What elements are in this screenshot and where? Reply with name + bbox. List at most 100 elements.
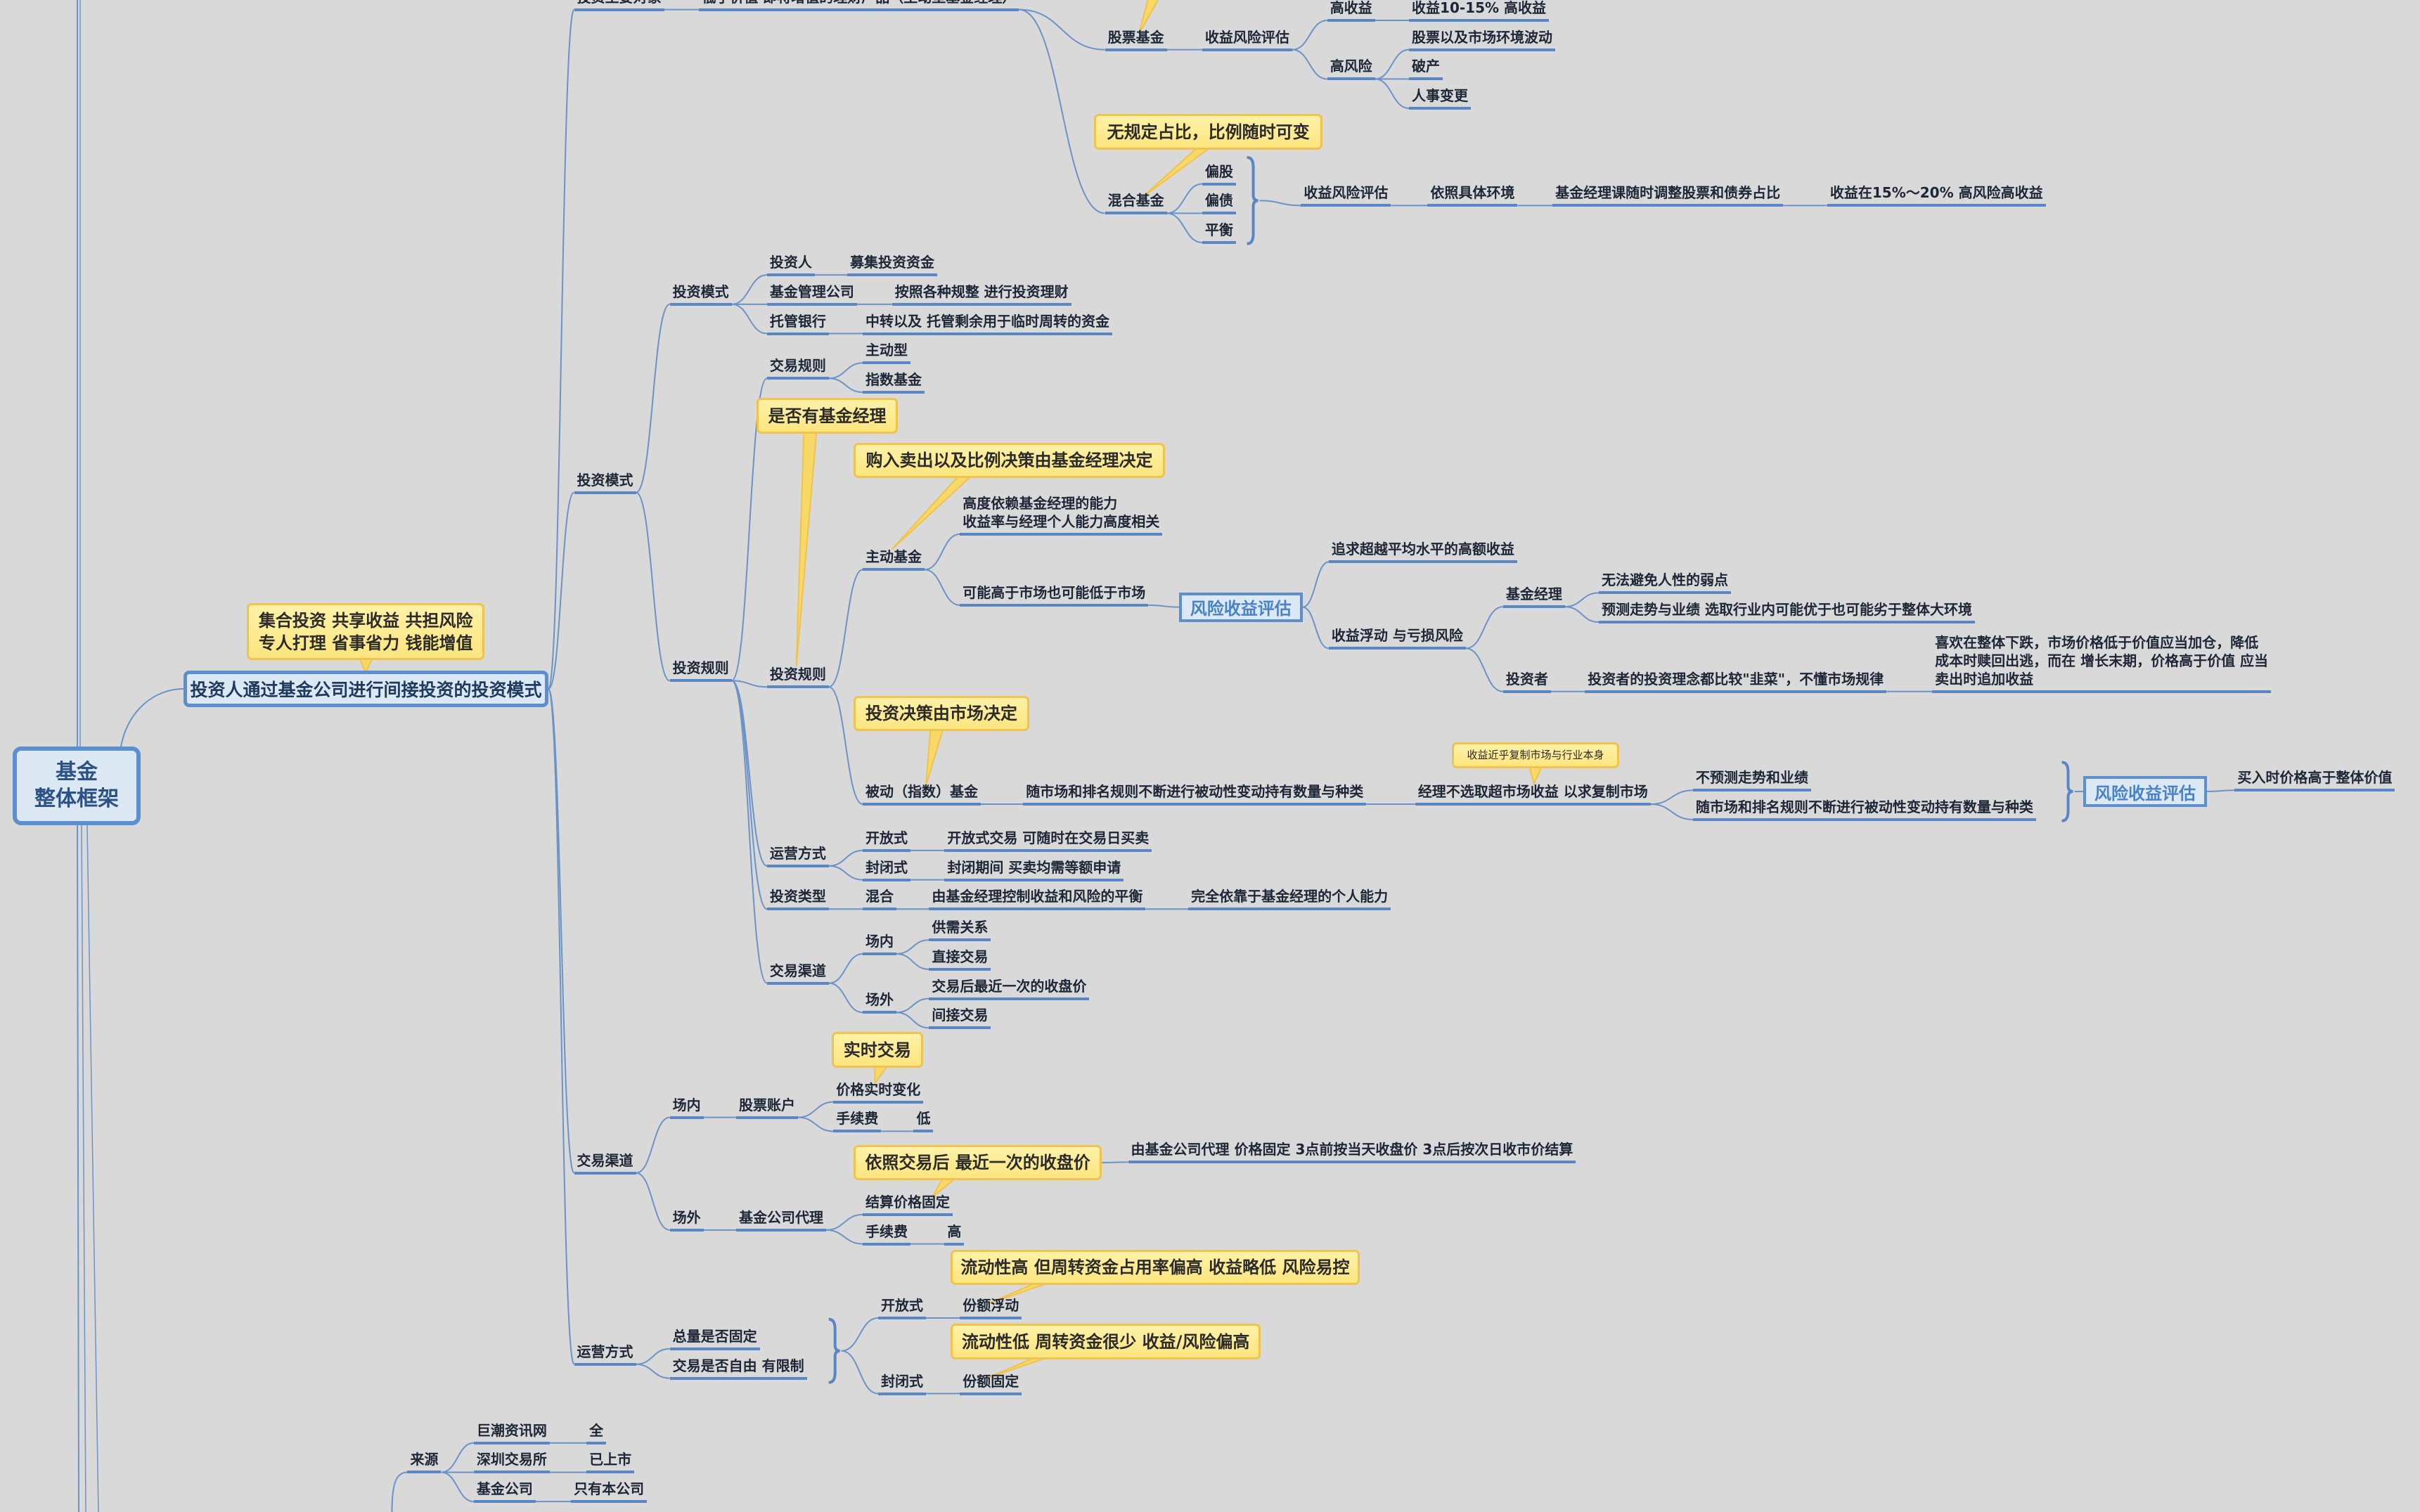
topic-party-role[interactable]: 按照各种规整 进行投资理财 bbox=[892, 283, 1071, 306]
topic-investor-detail[interactable]: 投资者的投资理念都比较"韭菜"，不懂市场规律 bbox=[1585, 670, 1887, 693]
topic-offsite-detail[interactable]: 由基金公司代理 价格固定 3点前按当天收盘价 3点后按次日收市价结算 bbox=[1128, 1140, 1576, 1164]
topic-party[interactable]: 托管银行 bbox=[766, 312, 829, 335]
root-topic[interactable]: 基金 整体框架 bbox=[13, 747, 141, 825]
topic-main-object-value[interactable]: 低于价值 即将增值的理财产品（主动型基金经理） bbox=[699, 0, 1019, 11]
topic-risk-item[interactable]: 破产 bbox=[1409, 57, 1443, 81]
topic-active-fund[interactable]: 主动基金 bbox=[863, 548, 925, 571]
topic-passive-rule[interactable]: 随市场和排名规则不断进行被动性变动持有数量与种类 bbox=[1023, 782, 1367, 806]
topic-active-risk[interactable]: 收益浮动 与亏损风险 bbox=[1328, 626, 1466, 650]
topic-main-object[interactable]: 投资主要对象 bbox=[574, 0, 664, 11]
topic-type-extra[interactable]: 完全依靠于基金经理的个人能力 bbox=[1188, 887, 1391, 911]
topic-passive-item[interactable]: 不预测走势和业绩 bbox=[1692, 768, 1811, 792]
topic-risk-item[interactable]: 人事变更 bbox=[1409, 86, 1472, 110]
topic-party-role[interactable]: 募集投资资金 bbox=[847, 253, 938, 277]
topic-source[interactable]: 深圳交易所 bbox=[473, 1450, 550, 1474]
topic-source-scope[interactable]: 全 bbox=[586, 1421, 607, 1445]
topic-investor[interactable]: 投资者 bbox=[1502, 670, 1551, 693]
topic-stock-fund-evaluation[interactable]: 收益风险评估 bbox=[1202, 28, 1292, 51]
topic-manager-item[interactable]: 预测走势与业绩 选取行业内可能优于也可能劣于整体大环境 bbox=[1599, 600, 1975, 624]
topic-trading-rule-item[interactable]: 指数基金 bbox=[863, 370, 925, 394]
callout-passive-manager-note[interactable]: 收益近乎复制市场与行业本身 bbox=[1452, 742, 1619, 769]
topic-onsite-item[interactable]: 直接交易 bbox=[929, 948, 991, 971]
topic-mixed-chain[interactable]: 收益风险评估 bbox=[1301, 183, 1391, 207]
topic-high-return-detail[interactable]: 收益10-15% 高收益 bbox=[1409, 0, 1549, 22]
topic-high-risk[interactable]: 高风险 bbox=[1327, 57, 1375, 81]
topic-tc-onsite[interactable]: 场内 bbox=[669, 1096, 704, 1119]
topic-criteria[interactable]: 交易是否自由 有限制 bbox=[669, 1357, 807, 1380]
topic-operation-mode[interactable]: 运营方式 bbox=[574, 1343, 636, 1366]
topic-active-goal[interactable]: 追求超越平均水平的高额收益 bbox=[1328, 540, 1517, 564]
topic-mixed-fund[interactable]: 混合基金 bbox=[1105, 191, 1167, 215]
topic-mixed-type[interactable]: 偏股 bbox=[1202, 162, 1236, 186]
callout-mixed-fund-note[interactable]: 无规定占比，比例随时可变 bbox=[1094, 114, 1323, 150]
topic-operation-detail[interactable]: 封闭期间 买卖均需等额申请 bbox=[944, 858, 1124, 881]
topic-fee-value[interactable]: 高 bbox=[944, 1222, 965, 1246]
callout-definition-note[interactable]: 集合投资 共享收益 共担风险专人打理 省事省力 钱能增值 bbox=[247, 603, 485, 661]
callout-realtime-note[interactable]: 实时交易 bbox=[832, 1032, 923, 1068]
callout-active-note[interactable]: 购入卖出以及比例决策由基金经理决定 bbox=[853, 442, 1166, 479]
box-active-evaluation[interactable]: 风险收益评估 bbox=[1178, 592, 1303, 622]
topic-investment-rules[interactable]: 投资规则 bbox=[669, 659, 732, 683]
topic-mixed-type[interactable]: 平衡 bbox=[1202, 221, 1236, 245]
topic-stock-fund[interactable]: 股票基金 bbox=[1105, 28, 1167, 51]
topic-source-scope[interactable]: 已上市 bbox=[586, 1450, 635, 1474]
topic-offsite[interactable]: 场外 bbox=[863, 990, 896, 1014]
topic-mode-structure[interactable]: 投资模式 bbox=[669, 283, 732, 306]
topic-open[interactable]: 开放式 bbox=[877, 1296, 926, 1319]
topic-criteria[interactable]: 总量是否固定 bbox=[669, 1327, 760, 1350]
topic-offsite-item[interactable]: 交易后最近一次的收盘价 bbox=[929, 977, 1090, 1000]
topic-fee-value[interactable]: 低 bbox=[913, 1109, 934, 1133]
callout-fund-manager-question[interactable]: 是否有基金经理 bbox=[756, 398, 899, 434]
topic-passive-fund[interactable]: 被动（指数）基金 bbox=[863, 782, 981, 806]
topic-source[interactable]: 基金公司 bbox=[473, 1480, 536, 1504]
topic-fee[interactable]: 手续费 bbox=[863, 1222, 910, 1246]
topic-active-traits[interactable]: 高度依赖基金经理的能力收益率与经理个人能力高度相关 bbox=[960, 494, 1163, 536]
topic-party[interactable]: 投资人 bbox=[766, 253, 815, 277]
topic-mixed-chain[interactable]: 基金经理课随时调整股票和债券占比 bbox=[1552, 183, 1784, 207]
topic-sources[interactable]: 来源 bbox=[407, 1450, 442, 1474]
topic-closed[interactable]: 封闭式 bbox=[877, 1372, 926, 1395]
topic-mixed-chain[interactable]: 依照具体环境 bbox=[1427, 183, 1518, 207]
topic-fund-agent[interactable]: 基金公司代理 bbox=[736, 1208, 826, 1232]
topic-source[interactable]: 巨潮资讯网 bbox=[473, 1421, 550, 1445]
topic-stock-account[interactable]: 股票账户 bbox=[736, 1096, 798, 1119]
topic-type-name[interactable]: 混合 bbox=[863, 887, 896, 911]
topic-operation-type[interactable]: 封闭式 bbox=[863, 858, 910, 881]
topic-mixed-chain[interactable]: 收益在15%～20% 高风险高收益 bbox=[1827, 183, 2046, 207]
topic-passive-risk[interactable]: 买入时价格高于整体价值 bbox=[2234, 768, 2395, 792]
definition-topic[interactable]: 投资人通过基金公司进行间接投资的投资模式 bbox=[184, 671, 548, 707]
topic-trading-rule-item[interactable]: 主动型 bbox=[863, 341, 910, 365]
topic-operation-detail[interactable]: 开放式交易 可随时在交易日买卖 bbox=[944, 829, 1152, 852]
topic-closed-share[interactable]: 份额固定 bbox=[960, 1372, 1022, 1395]
topic-trading-rules[interactable]: 交易规则 bbox=[766, 356, 829, 380]
topic-passive-manager[interactable]: 经理不选取超市场收益 以求复制市场 bbox=[1415, 782, 1651, 806]
topic-manager[interactable]: 基金经理 bbox=[1502, 585, 1565, 609]
topic-operation-type[interactable]: 开放式 bbox=[863, 829, 910, 852]
callout-passive-note[interactable]: 投资决策由市场决定 bbox=[853, 695, 1030, 732]
topic-risk-item[interactable]: 股票以及市场环境波动 bbox=[1409, 28, 1556, 51]
topic-active-performance[interactable]: 可能高于市场也可能低于市场 bbox=[960, 583, 1149, 607]
topic-onsite-item[interactable]: 供需关系 bbox=[929, 918, 991, 942]
topic-investor-behavior[interactable]: 喜欢在整体下跌，市场价格低于价值应当加仓，降低成本时赎回出逃，而在 增长末期，价… bbox=[1932, 633, 2272, 693]
topic-mixed-type[interactable]: 偏债 bbox=[1202, 191, 1236, 215]
topic-realtime-price[interactable]: 价格实时变化 bbox=[833, 1080, 924, 1104]
topic-manager-item[interactable]: 无法避免人性的弱点 bbox=[1599, 571, 1732, 595]
callout-closed-note[interactable]: 流动性低 周转资金很少 收益/风险偏高 bbox=[951, 1324, 1261, 1359]
topic-channels[interactable]: 交易渠道 bbox=[766, 962, 829, 985]
topic-fee[interactable]: 手续费 bbox=[833, 1109, 882, 1133]
topic-party[interactable]: 基金管理公司 bbox=[766, 283, 857, 306]
topic-operation[interactable]: 运营方式 bbox=[766, 844, 829, 867]
topic-offsite-item[interactable]: 间接交易 bbox=[929, 1006, 991, 1030]
topic-investment-rules-sub[interactable]: 投资规则 bbox=[766, 665, 829, 689]
topic-passive-item[interactable]: 随市场和排名规则不断进行被动性变动持有数量与种类 bbox=[1692, 798, 2036, 821]
topic-investment-type[interactable]: 投资类型 bbox=[766, 887, 829, 911]
topic-type-detail[interactable]: 由基金经理控制收益和风险的平衡 bbox=[929, 887, 1146, 911]
box-passive-evaluation[interactable]: 风险收益评估 bbox=[2083, 776, 2207, 807]
topic-onsite[interactable]: 场内 bbox=[863, 932, 896, 955]
topic-trading-channels[interactable]: 交易渠道 bbox=[574, 1151, 636, 1175]
callout-offsite-note[interactable]: 依照交易后 最近一次的收盘价 bbox=[853, 1144, 1102, 1181]
topic-source-scope[interactable]: 只有本公司 bbox=[571, 1480, 648, 1504]
topic-party-role[interactable]: 中转以及 托管剩余用于临时周转的资金 bbox=[863, 312, 1112, 335]
topic-fixed-price[interactable]: 结算价格固定 bbox=[863, 1193, 953, 1216]
